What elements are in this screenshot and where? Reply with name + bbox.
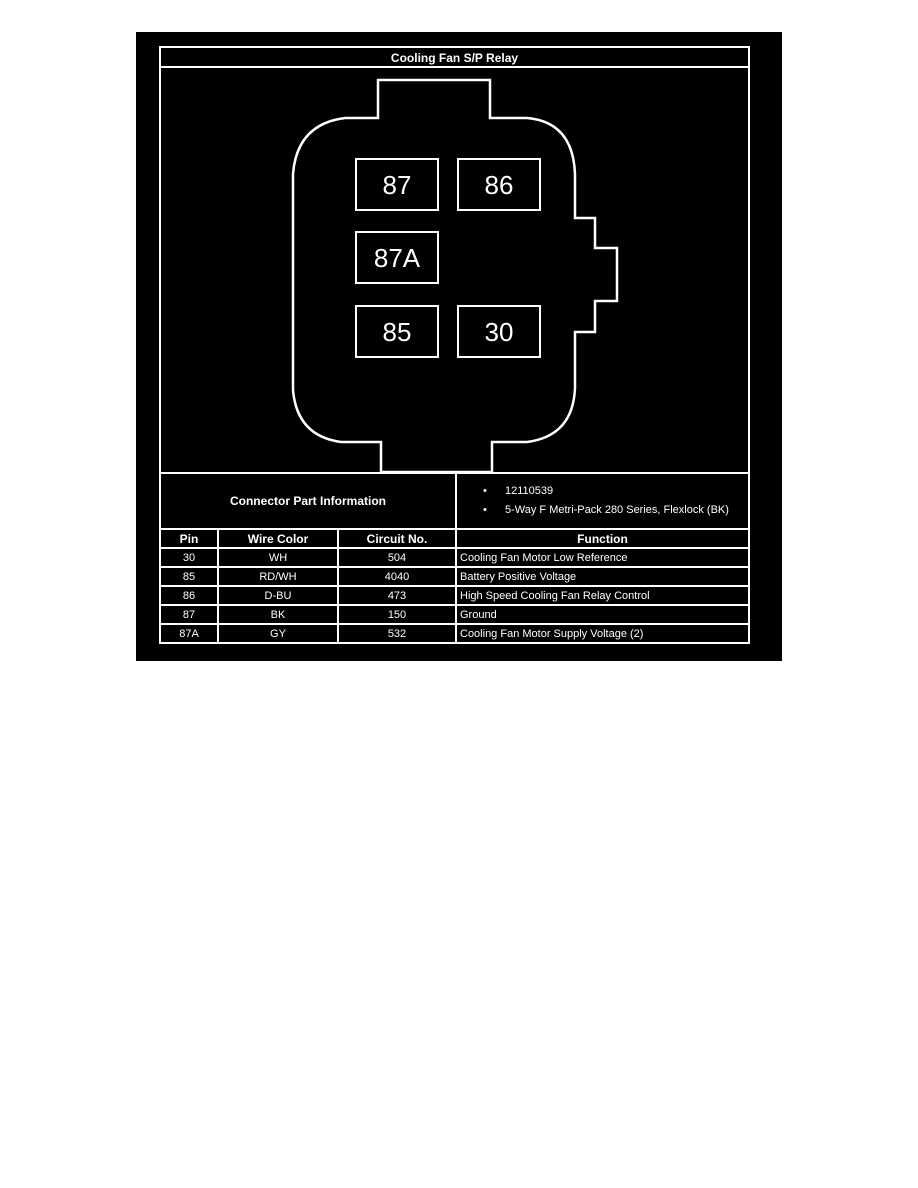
svg-text:87: 87 [383, 170, 412, 200]
cell-circuit: 473 [337, 585, 457, 606]
svg-text:30: 30 [485, 317, 514, 347]
cell-wire-color: RD/WH [217, 566, 339, 587]
cell-wire-color: BK [217, 604, 339, 625]
connector-title: Cooling Fan S/P Relay [161, 48, 748, 68]
part-info-list-cell: 12110539 5-Way F Metri-Pack 280 Series, … [455, 472, 748, 530]
part-info-list: 12110539 5-Way F Metri-Pack 280 Series, … [457, 482, 748, 520]
part-info-label: Connector Part Information [161, 472, 457, 530]
connector-outline-icon: 87 86 87A 85 30 [291, 78, 619, 472]
cell-circuit: 150 [337, 604, 457, 625]
cavity-86: 86 [457, 158, 541, 211]
cell-pin: 87A [161, 623, 219, 643]
cavity-87a: 87A [355, 231, 439, 284]
svg-text:85: 85 [383, 317, 412, 347]
cell-wire-color: WH [217, 547, 339, 568]
header-wire-color: Wire Color [217, 528, 339, 549]
part-number: 12110539 [483, 482, 748, 501]
connector-sheet: Cooling Fan S/P Relay 87 86 87A [136, 32, 782, 661]
cell-function: Battery Positive Voltage [455, 566, 748, 587]
table-row: 85 RD/WH 4040 Battery Positive Voltage [161, 566, 748, 587]
table-row: 30 WH 504 Cooling Fan Motor Low Referenc… [161, 547, 748, 568]
svg-text:87A: 87A [374, 243, 421, 273]
cavity-85: 85 [355, 305, 439, 358]
cell-circuit: 532 [337, 623, 457, 643]
table-row: 86 D-BU 473 High Speed Cooling Fan Relay… [161, 585, 748, 606]
cell-wire-color: GY [217, 623, 339, 643]
cavity-30: 30 [457, 305, 541, 358]
cell-circuit: 504 [337, 547, 457, 568]
header-pin: Pin [161, 528, 219, 549]
header-circuit-no: Circuit No. [337, 528, 457, 549]
cavity-87: 87 [355, 158, 439, 211]
cell-function: High Speed Cooling Fan Relay Control [455, 585, 748, 606]
cell-pin: 87 [161, 604, 219, 625]
cell-function: Ground [455, 604, 748, 625]
cell-wire-color: D-BU [217, 585, 339, 606]
svg-text:86: 86 [485, 170, 514, 200]
connector-diagram: 87 86 87A 85 30 [161, 68, 748, 472]
cell-circuit: 4040 [337, 566, 457, 587]
part-info-row: Connector Part Information 12110539 5-Wa… [161, 472, 748, 530]
cell-pin: 30 [161, 547, 219, 568]
table-header-row: Pin Wire Color Circuit No. Function [161, 528, 748, 549]
connector-frame: Cooling Fan S/P Relay 87 86 87A [159, 46, 750, 644]
cell-pin: 85 [161, 566, 219, 587]
cell-function: Cooling Fan Motor Low Reference [455, 547, 748, 568]
pinout-table: Connector Part Information 12110539 5-Wa… [161, 472, 748, 643]
table-row: 87 BK 150 Ground [161, 604, 748, 625]
cell-pin: 86 [161, 585, 219, 606]
header-function: Function [455, 528, 748, 549]
cell-function: Cooling Fan Motor Supply Voltage (2) [455, 623, 748, 643]
table-row: 87A GY 532 Cooling Fan Motor Supply Volt… [161, 623, 748, 643]
part-description: 5-Way F Metri-Pack 280 Series, Flexlock … [483, 501, 748, 520]
